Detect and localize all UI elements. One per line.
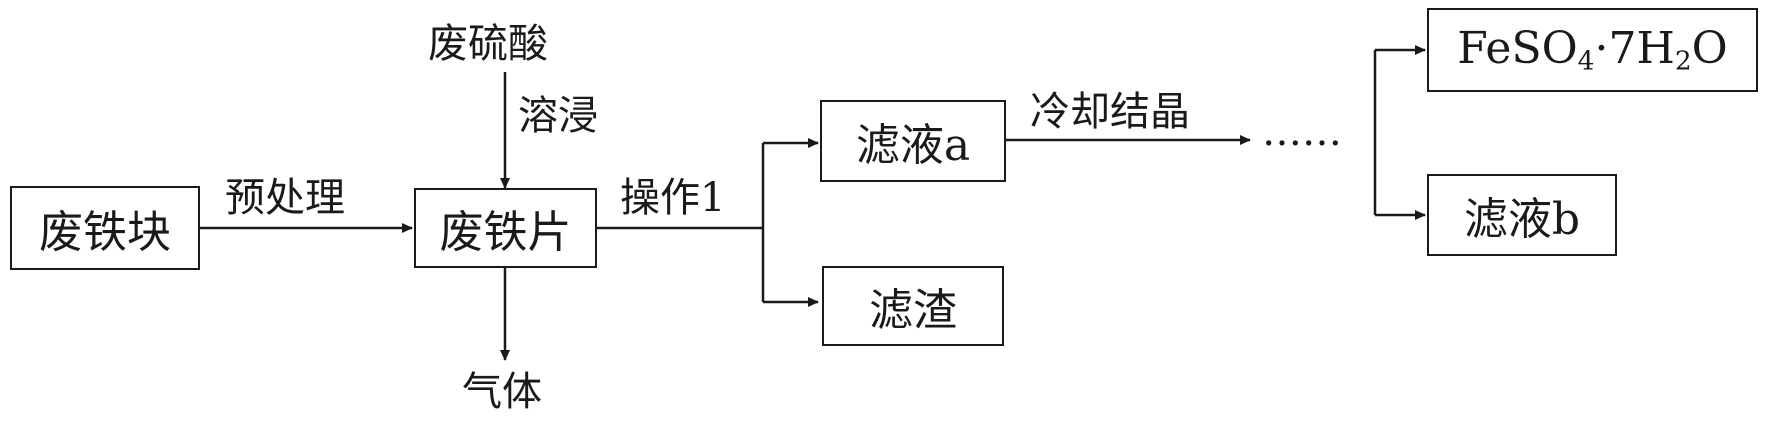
label-pretreatment: 预处理 [225, 175, 345, 221]
node-waste-iron-block-label: 废铁块 [39, 207, 171, 258]
node-filtrate-a: 滤液a [820, 100, 1006, 182]
label-ellipsis: …… [1262, 109, 1342, 155]
node-waste-iron-sheet: 废铁片 [414, 188, 597, 268]
product-formula-part: ·7H [1594, 23, 1675, 75]
node-product: FeSO4·7H2O [1427, 8, 1758, 92]
product-formula-sub: 4 [1577, 45, 1595, 77]
label-operation-1: 操作1 [620, 175, 726, 221]
label-dissolve-leach: 溶浸 [518, 93, 598, 139]
label-gas: 气体 [462, 369, 542, 415]
node-filtrate-a-label: 滤液a [855, 120, 971, 171]
node-filter-residue-label: 滤渣 [869, 285, 957, 336]
node-product-label: FeSO4·7H2O [1457, 23, 1727, 77]
product-formula-part: FeSO [1457, 23, 1578, 75]
label-waste-sulfuric-acid: 废硫酸 [428, 21, 548, 67]
node-waste-iron-sheet-label: 废铁片 [439, 207, 572, 258]
node-filter-residue: 滤渣 [822, 266, 1004, 346]
node-filtrate-b: 滤液b [1427, 174, 1617, 256]
product-formula-part: O [1691, 23, 1728, 75]
node-filtrate-b-label: 滤液b [1463, 194, 1581, 245]
product-formula-sub: 2 [1674, 45, 1692, 77]
node-waste-iron-block: 废铁块 [10, 186, 200, 270]
label-cool-crystallize: 冷却结晶 [1030, 89, 1190, 135]
